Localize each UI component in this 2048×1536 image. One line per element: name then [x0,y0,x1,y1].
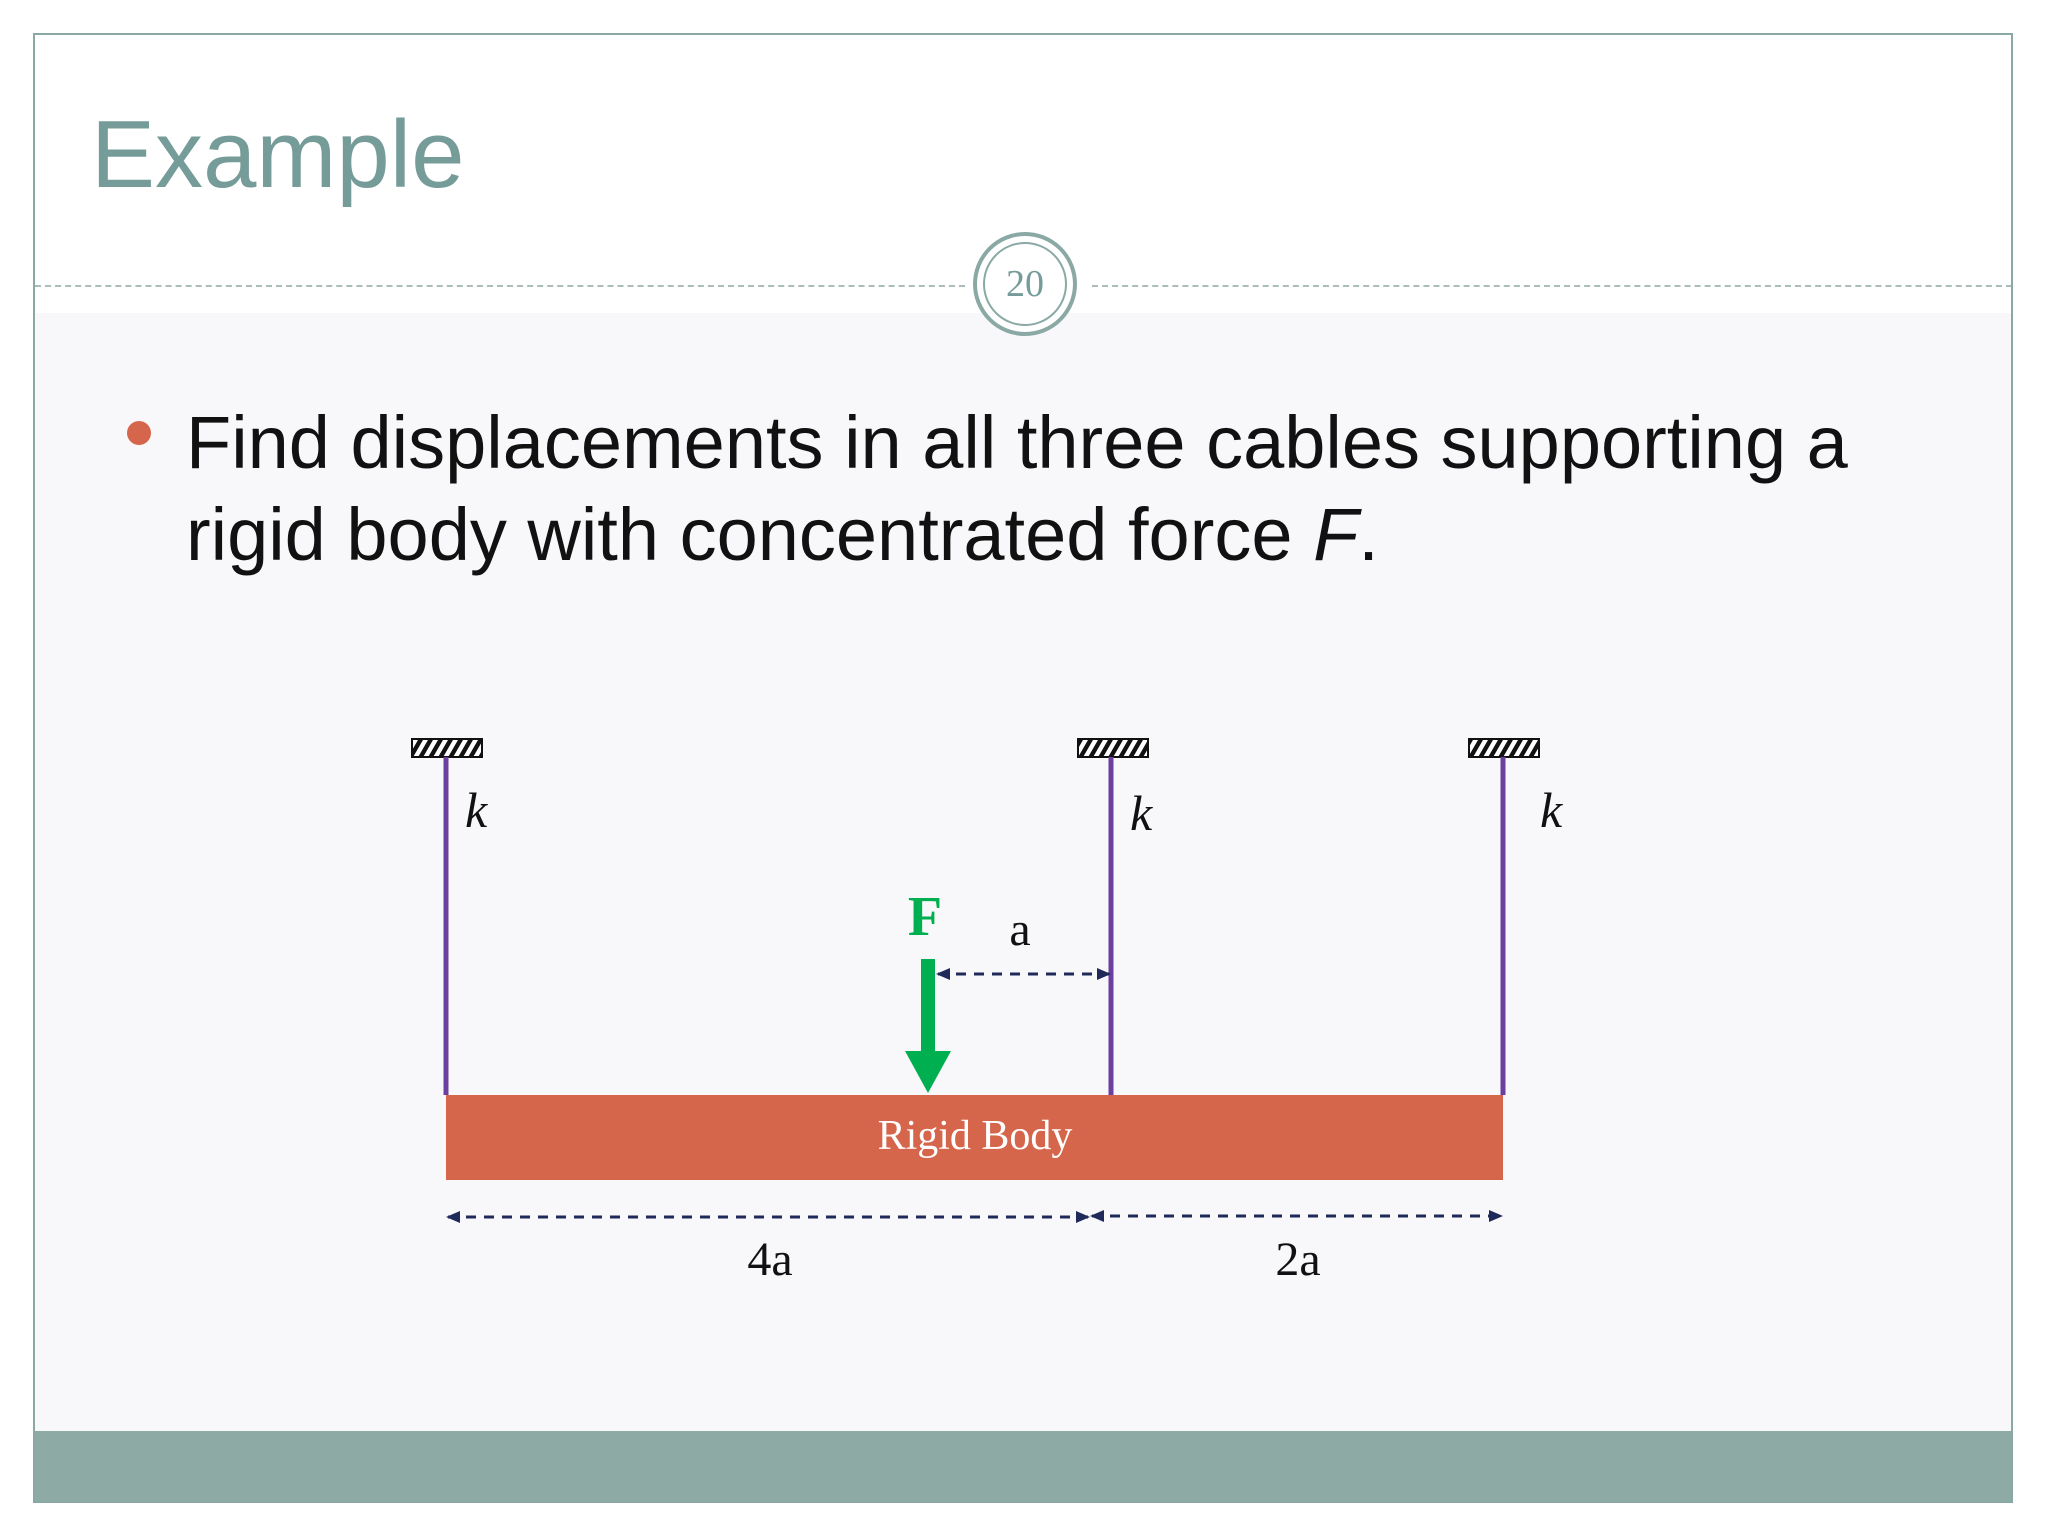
spring-label-right: k [1540,782,1563,838]
title-divider-left [35,285,965,287]
page-number: 20 [983,242,1067,326]
title-divider-right [1092,285,2011,287]
rigid-body [446,1095,1503,1180]
support-right-icon [1468,738,1540,758]
bullet-force-symbol: F [1313,493,1359,576]
support-left-icon [411,738,483,758]
bullet-dot-icon [127,421,151,445]
bullet-text-end: . [1358,493,1379,576]
force-label: F [908,886,942,948]
bullet-text: Find displacements in all three cables s… [186,397,1946,581]
dimension-right-label: 2a [1275,1233,1320,1286]
rigid-body-label: Rigid Body [878,1113,1073,1159]
footer-bar [35,1431,2011,1501]
slide: Example 20 Find displacements in all thr… [33,33,2013,1503]
slide-title: Example [91,101,465,208]
cable-diagram: k k k Rigid Body F a 4a 2a [411,738,1563,1286]
dimension-force-offset-label: a [1009,903,1030,956]
page-number-badge: 20 [973,232,1077,336]
bullet-text-main: Find displacements in all three cables s… [186,401,1848,576]
force-arrow-icon [905,1051,951,1093]
spring-label-left: k [465,782,488,838]
support-middle-icon [1077,738,1149,758]
dimension-left-label: 4a [747,1233,792,1286]
force-arrow-shaft [921,959,935,1055]
spring-label-middle: k [1130,785,1153,841]
